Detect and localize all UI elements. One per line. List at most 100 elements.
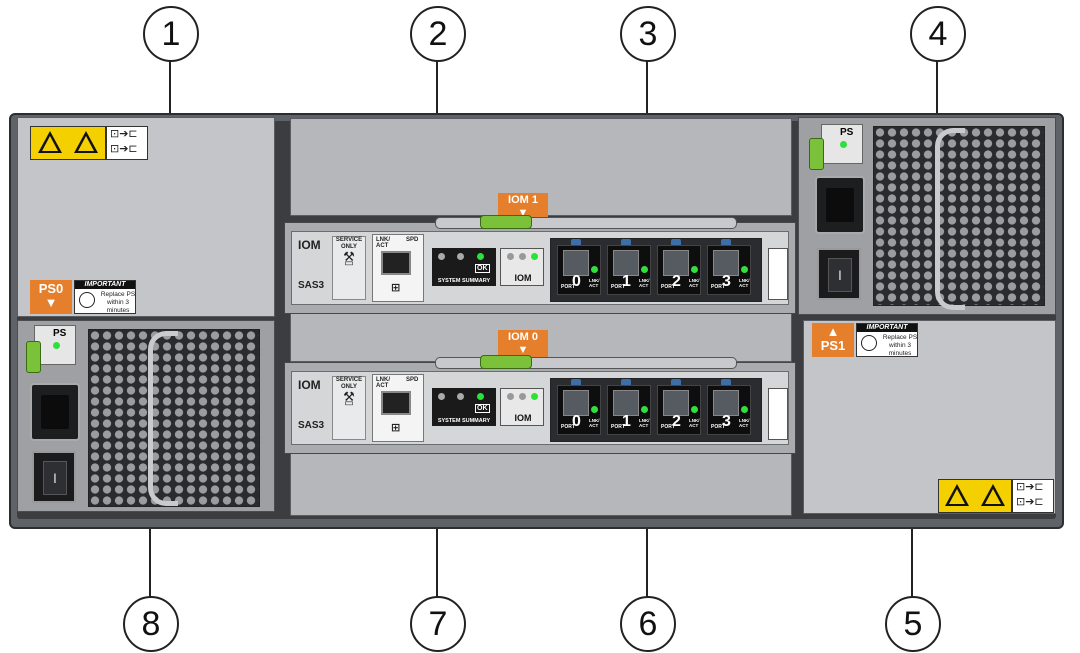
ps1-power-switch[interactable]: I <box>817 248 861 300</box>
leader-line-8 <box>149 487 151 597</box>
left-upper-filler-panel: ⊡➔⊏⊡➔⊏ PS0 ▼ IMPORTANT Replace PS within… <box>17 117 275 317</box>
iom0-tag: IOM 0 ▼ <box>498 330 548 358</box>
callout-2: 2 <box>410 6 466 62</box>
iom0-name: IOM <box>298 378 321 392</box>
ps0-tag-arrow: ▼ <box>44 295 58 310</box>
iom1-release-latch[interactable] <box>480 215 532 229</box>
iom1-sas-label: SAS3 <box>298 280 325 291</box>
ps1-tag-arrow: ▲ <box>826 324 840 339</box>
ps0-tag: PS0 ▼ <box>30 280 72 314</box>
ps0-power-switch[interactable]: I <box>32 451 76 503</box>
ps0-led <box>53 342 60 349</box>
iom1-tag-arrow: ▼ <box>517 207 529 219</box>
important-text: Replace PS within 3 minutes <box>100 291 136 314</box>
iom0-no-entry-label <box>768 388 788 440</box>
iom0-faceplate: IOM SAS3 SERVICE ONLY ⚒ ▭ LNK/ ACT SPD ⊞… <box>291 371 789 445</box>
electric-shock-icon <box>981 484 1005 506</box>
ps1-release-latch[interactable] <box>809 138 824 170</box>
iom1-system-summary-leds: OK SYSTEM SUMMARY <box>432 248 496 286</box>
iom1-status-leds: IOM <box>500 248 544 286</box>
io-module-iom1[interactable]: IOM SAS3 SERVICE ONLY ⚒ ▭ LNK/ ACT SPD ⊞… <box>284 215 796 314</box>
iom0-service-only-text: SERVICE ONLY <box>335 377 363 390</box>
iom1-faceplate: IOM SAS3 SERVICE ONLY ⚒ ▭ LNK/ ACT SPD ⊞… <box>291 231 789 305</box>
leader-line-6 <box>646 487 648 597</box>
power-plug-icon: ⊡➔⊏⊡➔⊏ <box>1012 479 1054 513</box>
iom1-no-entry-label <box>768 248 788 300</box>
warning-label-bottom-right <box>938 479 1012 513</box>
callout-7: 7 <box>410 596 466 652</box>
iom0-tag-arrow: ▼ <box>517 344 529 356</box>
warning-label-top-left <box>30 126 106 160</box>
power-plug-icon: ⊡➔⊏⊡➔⊏ <box>106 126 148 160</box>
important-header: IMPORTANT <box>857 324 917 332</box>
clock-icon <box>79 292 95 308</box>
iom1-ok-label: OK <box>475 264 490 273</box>
ps0-power-inlet[interactable] <box>30 383 80 441</box>
callout-5: 5 <box>885 596 941 652</box>
iom1-tag-text: IOM 1 <box>508 194 538 206</box>
ps1-status-label: PS <box>821 124 863 164</box>
iom1-lnk-act: LNK/ ACT <box>376 237 390 249</box>
power-supply-ps1[interactable]: PS I <box>798 117 1056 315</box>
iom0-system-summary-text: SYSTEM SUMMARY <box>437 418 491 424</box>
important-label-right: IMPORTANT Replace PS within 3 minutes <box>856 323 918 357</box>
center-lower-filler-panel <box>290 452 792 516</box>
ps1-led <box>840 141 847 148</box>
iom1-rj45-jack[interactable] <box>381 251 411 275</box>
ps0-fan-grille <box>88 329 260 507</box>
leader-line-3 <box>646 60 648 164</box>
callout-3: 3 <box>620 6 676 62</box>
usb-icon: ▭ <box>344 398 354 409</box>
iom0-tag-text: IOM 0 <box>508 331 538 343</box>
iom0-management-port[interactable]: LNK/ ACT SPD ⊞ <box>372 374 424 442</box>
callout-4: 4 <box>910 6 966 62</box>
iom1-iom-label: IOM <box>514 273 532 283</box>
ps1-handle[interactable] <box>935 128 965 310</box>
callout-6: 6 <box>620 596 676 652</box>
ps0-handle[interactable] <box>148 331 178 506</box>
iom0-release-latch[interactable] <box>480 355 532 369</box>
wrench-icon: ⚒ <box>343 389 355 404</box>
iom1-management-port[interactable]: LNK/ ACT SPD ⊞ <box>372 234 424 302</box>
important-label-left: IMPORTANT Replace PS within 3 minutes <box>74 280 136 314</box>
usb-icon: ▭ <box>344 258 354 269</box>
ps1-power-inlet[interactable] <box>815 176 865 234</box>
iom0-system-summary-leds: OK SYSTEM SUMMARY <box>432 388 496 426</box>
ps1-fan-grille <box>873 126 1045 306</box>
leader-line-5 <box>911 487 913 597</box>
clock-icon <box>861 335 877 351</box>
callout-8: 8 <box>123 596 179 652</box>
iom1-service-port[interactable]: SERVICE ONLY ⚒ ▭ <box>332 236 366 300</box>
io-module-iom0[interactable]: IOM SAS3 SERVICE ONLY ⚒ ▭ LNK/ ACT SPD ⊞… <box>284 355 796 454</box>
iom0-sas-label: SAS3 <box>298 420 325 431</box>
iom0-service-port[interactable]: SERVICE ONLY ⚒ ▭ <box>332 376 366 440</box>
ps1-tag: ▲ PS1 <box>812 323 854 357</box>
iom1-spd: SPD <box>406 237 419 243</box>
iom1-service-only-text: SERVICE ONLY <box>335 237 363 250</box>
hazard-triangle-icon <box>945 484 969 506</box>
wrench-icon: ⚒ <box>343 249 355 264</box>
ps0-release-latch[interactable] <box>26 341 41 373</box>
leader-line-4 <box>936 60 938 164</box>
ps0-tag-text: PS0 <box>38 281 64 296</box>
important-header: IMPORTANT <box>75 281 135 289</box>
network-icon: ⊞ <box>391 422 401 434</box>
hazard-triangle-icon <box>38 131 62 153</box>
callout-1: 1 <box>143 6 199 62</box>
ps0-label-text: PS <box>53 328 67 339</box>
power-supply-ps0[interactable]: PS I <box>17 320 275 512</box>
ps1-tag-text: PS1 <box>820 338 846 353</box>
ps1-label-text: PS <box>840 127 854 138</box>
iom0-rj45-jack[interactable] <box>381 391 411 415</box>
iom0-ok-label: OK <box>475 404 490 413</box>
